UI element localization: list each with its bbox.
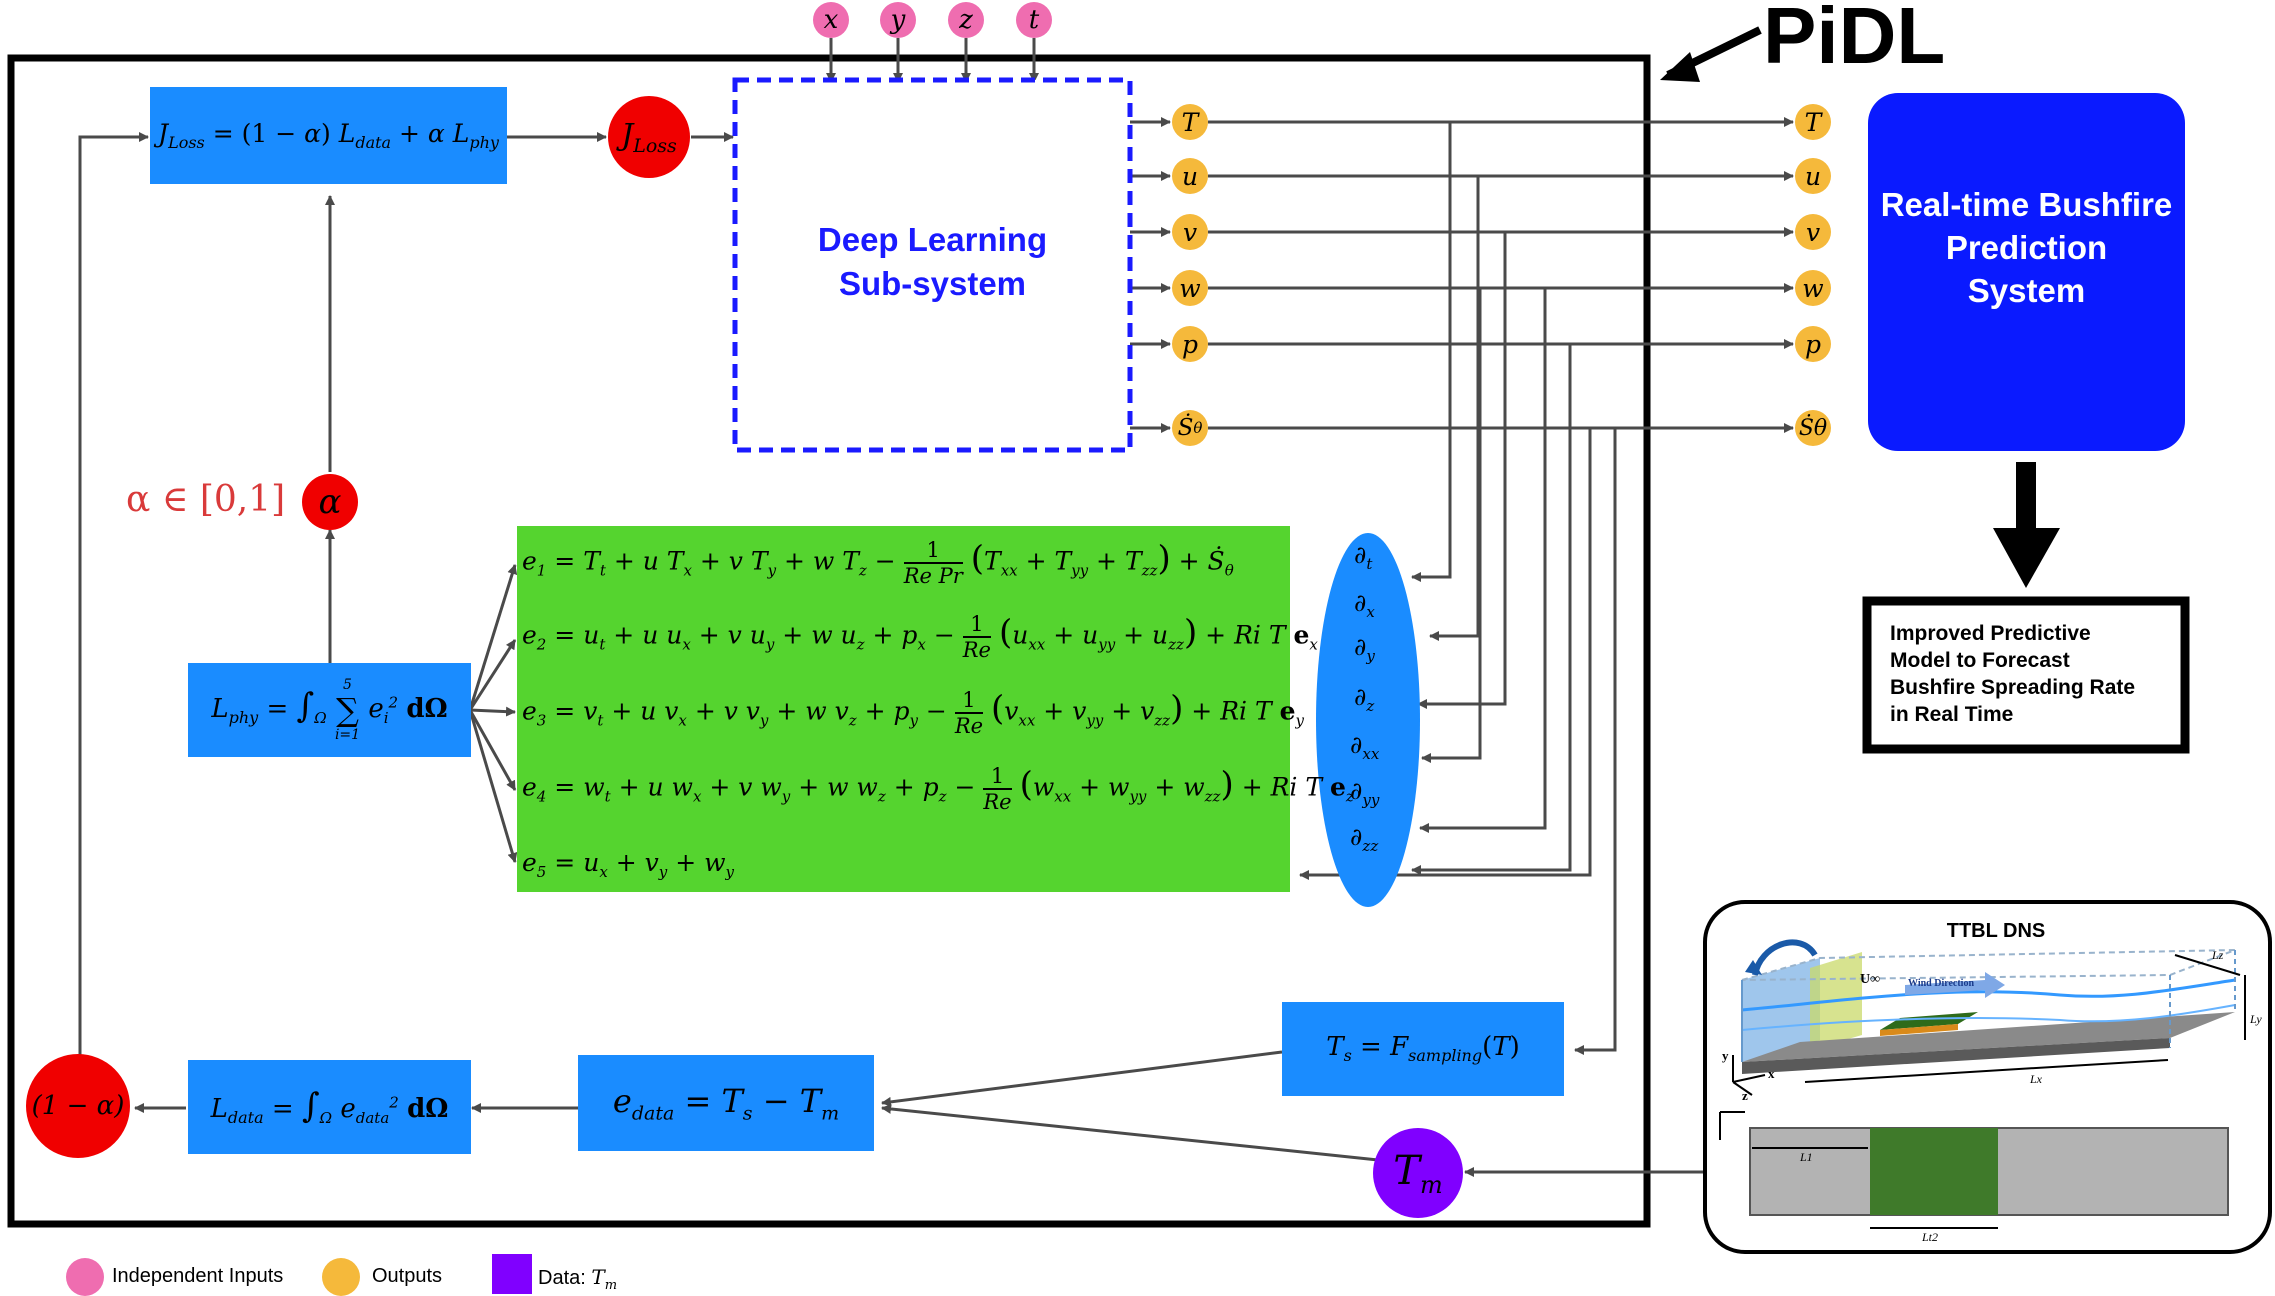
ts-sampling-box: Ts = Fsampling(T)	[1282, 1002, 1564, 1096]
output-w-node: w	[1172, 270, 1208, 306]
improved-model-text: Improved Predictive Model to Forecast Bu…	[1890, 620, 2135, 728]
dns-l1-label: L1	[1800, 1150, 1813, 1164]
alpha-range-label: α ∈ [0,1]	[126, 479, 286, 520]
dns-lx-label: Lx	[2030, 1072, 2042, 1086]
legend-outputs-label: Outputs	[372, 1265, 443, 1287]
dl-subsystem-label: Deep Learning Sub-system	[735, 218, 1130, 306]
dns-title: TTBL DNS	[1946, 920, 2046, 942]
dns-lz-label: Lz	[2212, 948, 2224, 962]
realtime-down-arrow-head	[1993, 528, 2060, 588]
derivative-xx-label: ∂xx	[1350, 731, 1380, 763]
ldata-box: Ldata = ∫Ω edata2 dΩ	[188, 1060, 471, 1154]
pidl-pointer-head	[1660, 52, 1700, 82]
improved-model-box	[1862, 596, 2190, 754]
one-minus-alpha-label: (1 − α)	[31, 1091, 125, 1121]
derivative-z-label: ∂z	[1354, 683, 1375, 715]
final-output-u-node: u	[1795, 158, 1831, 194]
derivative-ellipse	[1316, 533, 1420, 907]
legend-outputs-swatch	[322, 1258, 360, 1296]
pidl-frame	[7, 54, 1651, 1228]
one-minus-alpha-node: (1 − α)	[26, 1054, 130, 1158]
output-u-node: u	[1172, 158, 1208, 194]
pidl-title: PiDL	[1763, 0, 1946, 80]
dns-axis-z: z	[1742, 1088, 1748, 1103]
alpha-node: α	[302, 474, 358, 530]
output-v-node: v	[1172, 214, 1208, 250]
output-label: p	[1804, 329, 1821, 359]
final-output-p-node: p	[1795, 326, 1831, 362]
equations-box	[517, 526, 1290, 892]
legend-data-swatch	[492, 1254, 532, 1294]
improved-line3: Bushfire Spreading Rate	[1890, 676, 2136, 699]
lphy-equation-box: Lphy = ∫Ω 5∑i=1 ei2 dΩ	[188, 663, 471, 757]
derivative-x-label: ∂x	[1354, 589, 1375, 621]
output-label: Ṡθ	[1798, 415, 1828, 441]
final-output-w-node: w	[1795, 270, 1831, 306]
derivative-y-label: ∂y	[1354, 633, 1375, 665]
improved-line2: Model to Forecast	[1890, 649, 2070, 672]
dns-lt2-label: Lt2	[1922, 1230, 1939, 1244]
input-x-node: x	[813, 2, 849, 38]
final-output-T-node: T	[1795, 104, 1831, 140]
input-t-label: t	[1028, 5, 1040, 35]
alpha-node-label: α	[318, 482, 342, 522]
output-label: w	[1802, 273, 1824, 303]
output-T-node: T	[1172, 104, 1208, 140]
output-label: T	[1804, 107, 1822, 137]
legend-independent-swatch	[66, 1258, 104, 1296]
final-output-v-node: v	[1795, 214, 1831, 250]
dns-axis-y: y	[1722, 1048, 1729, 1063]
derivative-yy-label: ∂yy	[1350, 777, 1380, 809]
dl-subsystem-line2: Sub-system	[838, 265, 1027, 302]
jloss-equation-box: JLoss = (1 − α) Ldata + α Lphy	[150, 87, 507, 184]
legend-data-symbol: Tm	[591, 1265, 618, 1293]
derivative-zz-label: ∂zz	[1350, 823, 1379, 855]
input-y-label: y	[890, 5, 906, 35]
realtime-prediction-box: Real-time Bushfire Prediction System	[1868, 93, 2185, 451]
dl-subsystem-line1: Deep Learning	[817, 221, 1048, 258]
input-x-label: x	[823, 5, 839, 35]
equation-e5: e5 = ux + vy + wy	[522, 848, 734, 881]
legend-data-label: Data: Tm	[538, 1265, 617, 1293]
legend-data-text: Data:	[538, 1267, 586, 1289]
edata-box: edata = Ts − Tm	[578, 1055, 874, 1151]
jloss-node: JLoss	[608, 96, 690, 178]
tm-data-node: Tm	[1373, 1128, 1463, 1218]
dns-wind-direction: Wind Direction	[1908, 978, 1975, 989]
output-p-node: p	[1172, 326, 1208, 362]
output-label: v	[1805, 217, 1821, 247]
realtime-line3: System	[1967, 271, 2086, 309]
dns-top-view	[1719, 1111, 2229, 1229]
input-z-node: z	[948, 2, 984, 38]
input-z-label: z	[959, 5, 973, 35]
realtime-line1: Real-time Bushfire	[1880, 185, 2173, 223]
dns-domain-illustration	[1732, 939, 2246, 1096]
dns-u-inf: U∞	[1860, 972, 1881, 987]
realtime-down-arrow-shaft	[2016, 462, 2036, 532]
realtime-line2: Prediction	[1945, 228, 2108, 266]
legend-independent-label: Independent Inputs	[112, 1265, 284, 1287]
input-t-node: t	[1016, 2, 1052, 38]
input-y-node: y	[880, 2, 916, 38]
legend-data-sym-text: T	[591, 1265, 605, 1289]
output-label: u	[1804, 161, 1822, 191]
derivative-t-label: ∂t	[1354, 541, 1373, 573]
improved-line1: Improved Predictive	[1890, 622, 2091, 645]
dns-axis-x: x	[1768, 1066, 1775, 1081]
dl-subsystem-box	[732, 77, 1133, 453]
improved-line4: in Real Time	[1890, 703, 2014, 726]
final-output-s-node: Ṡθ	[1795, 410, 1831, 446]
dns-ly-label: Ly	[2250, 1012, 2262, 1026]
